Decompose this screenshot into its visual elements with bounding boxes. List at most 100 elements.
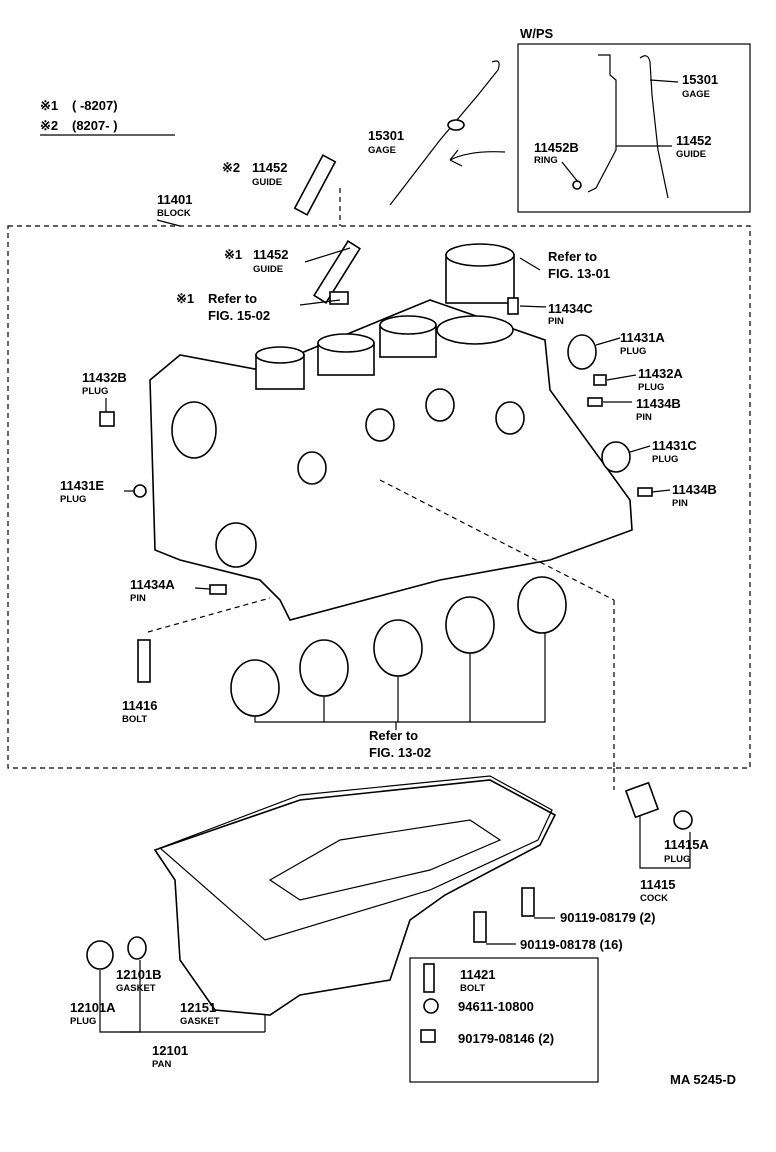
legend-range-1: ( -8207) (72, 98, 118, 113)
bolt-08178 (473, 911, 487, 943)
bolt08178-number: 90119-08178 (16) (520, 937, 623, 952)
ref15-line1: Refer to (208, 291, 257, 306)
inset-ring-name: RING (534, 155, 558, 166)
inset-gage-number: 15301 (682, 72, 718, 87)
gasket51-number: 12151 (180, 1000, 216, 1015)
nut08146-number: 90179-08146 (2) (458, 1031, 554, 1046)
pin-11434c (507, 297, 519, 315)
piston-2 (317, 333, 375, 376)
nut-08146 (420, 1029, 436, 1043)
plug-e-name: PLUG (60, 494, 86, 505)
inset-leader-gage (649, 79, 679, 83)
bolt-11416 (137, 639, 151, 683)
guide2-number: 11452 (252, 160, 287, 175)
pan-name: PAN (152, 1059, 171, 1070)
block-web-hole-2 (425, 388, 455, 422)
legend: ※1 ( -8207) ※2 (8207- ) (40, 98, 175, 136)
gasket51-name: GASKET (180, 1016, 220, 1027)
pin-b2-name: PIN (672, 498, 688, 509)
block-bore-4 (436, 315, 514, 345)
plug-11431a (567, 334, 597, 370)
washer-10800 (423, 998, 439, 1014)
bearings-leader (254, 633, 546, 723)
ref1302-line2: FIG. 13-02 (369, 745, 431, 760)
guide1-name: GUIDE (253, 264, 283, 275)
gasket01b-number: 12101B (116, 967, 162, 982)
stud-box (409, 957, 599, 1083)
plug-a-number: 11431A (620, 330, 665, 345)
bearing-3 (373, 619, 423, 677)
plug01a-name: PLUG (70, 1016, 96, 1027)
oil-pan-body (153, 779, 557, 1016)
inset-frame (517, 43, 751, 213)
cock-name: COCK (640, 893, 668, 904)
legend-range-2: (8207- ) (72, 118, 118, 133)
plug01a-number: 12101A (70, 1000, 116, 1015)
inset-pointer-arrow (449, 149, 506, 167)
block-front-bore (171, 401, 217, 459)
plug-a-name: PLUG (620, 346, 646, 357)
block-assembly-frame (7, 225, 751, 769)
pin-c-name: PIN (548, 316, 564, 327)
drain-plug (86, 940, 114, 970)
guide2-name: GUIDE (252, 177, 282, 188)
inset-gage-rod (639, 55, 669, 199)
legend-mark-2: ※2 (40, 118, 58, 133)
guide1-number: 11452 (253, 247, 288, 262)
inset-title: W/PS (520, 26, 554, 41)
plug-11432b (99, 411, 115, 427)
guide-tube-2 (293, 154, 337, 216)
pin-b1-number: 11434B (636, 396, 681, 411)
oil-pan-gasket (158, 775, 553, 941)
stud-11421 (423, 963, 435, 993)
plug-11415a (673, 810, 693, 830)
plug-11431e (133, 484, 147, 498)
oil-pan-baffle (268, 819, 502, 901)
ref1301-line2: FIG. 13-01 (548, 266, 610, 281)
pan-number: 12101 (152, 1043, 188, 1058)
piston-1 (255, 346, 305, 390)
leader-lines (99, 188, 691, 1033)
bearing-1 (230, 659, 280, 717)
gage-number: 15301 (368, 128, 404, 143)
sensor-fig15 (329, 291, 349, 305)
ref15-mark: ※1 (176, 291, 194, 306)
oil-pan (86, 775, 557, 1016)
block-front-seal (215, 522, 257, 568)
plug-11431c (601, 441, 631, 473)
gage-name: GAGE (368, 145, 396, 156)
plug-11432a (593, 374, 607, 386)
small-parts (99, 297, 653, 683)
ref1301-line1: Refer to (548, 249, 597, 264)
plug32a-number: 11432A (638, 366, 683, 381)
pistons (255, 243, 515, 390)
pin-11434b-lower (637, 487, 653, 497)
bolt21-name: BOLT (460, 983, 485, 994)
pin-11434a (209, 584, 227, 595)
plug32b-number: 11432B (82, 370, 127, 385)
bearing-4 (445, 596, 495, 654)
bolt21-number: 11421 (460, 967, 495, 982)
pin-a-name: PIN (130, 593, 146, 604)
bolt16-number: 11416 (122, 698, 157, 713)
figure-code: MA 5245-D (670, 1072, 736, 1087)
ref1302-line1: Refer to (369, 728, 418, 743)
bolt08179-number: 90119-08179 (2) (560, 910, 655, 925)
legend-mark-1: ※1 (40, 98, 58, 113)
inset-ring (572, 180, 582, 190)
inset-guide-name: GUIDE (676, 149, 706, 160)
plug32b-name: PLUG (82, 386, 108, 397)
washer10800-number: 94611-10800 (458, 999, 534, 1014)
bearings (230, 576, 567, 723)
inset-guide-number: 11452 (676, 133, 711, 148)
inset-wps: W/PS 15301 GAGE 11452B RING 11452 GUIDE (517, 26, 751, 213)
drain-cock-11415 (624, 781, 660, 819)
gage-handle-ring (447, 119, 465, 131)
block-web-hole-3 (495, 401, 525, 435)
inset-ring-number: 11452B (534, 140, 579, 155)
bearing-2 (299, 639, 349, 697)
plug-c-name: PLUG (652, 454, 678, 465)
block-number: 11401 (157, 192, 192, 207)
block-web-hole-4 (297, 451, 327, 485)
inset-leader-ring (561, 161, 579, 183)
